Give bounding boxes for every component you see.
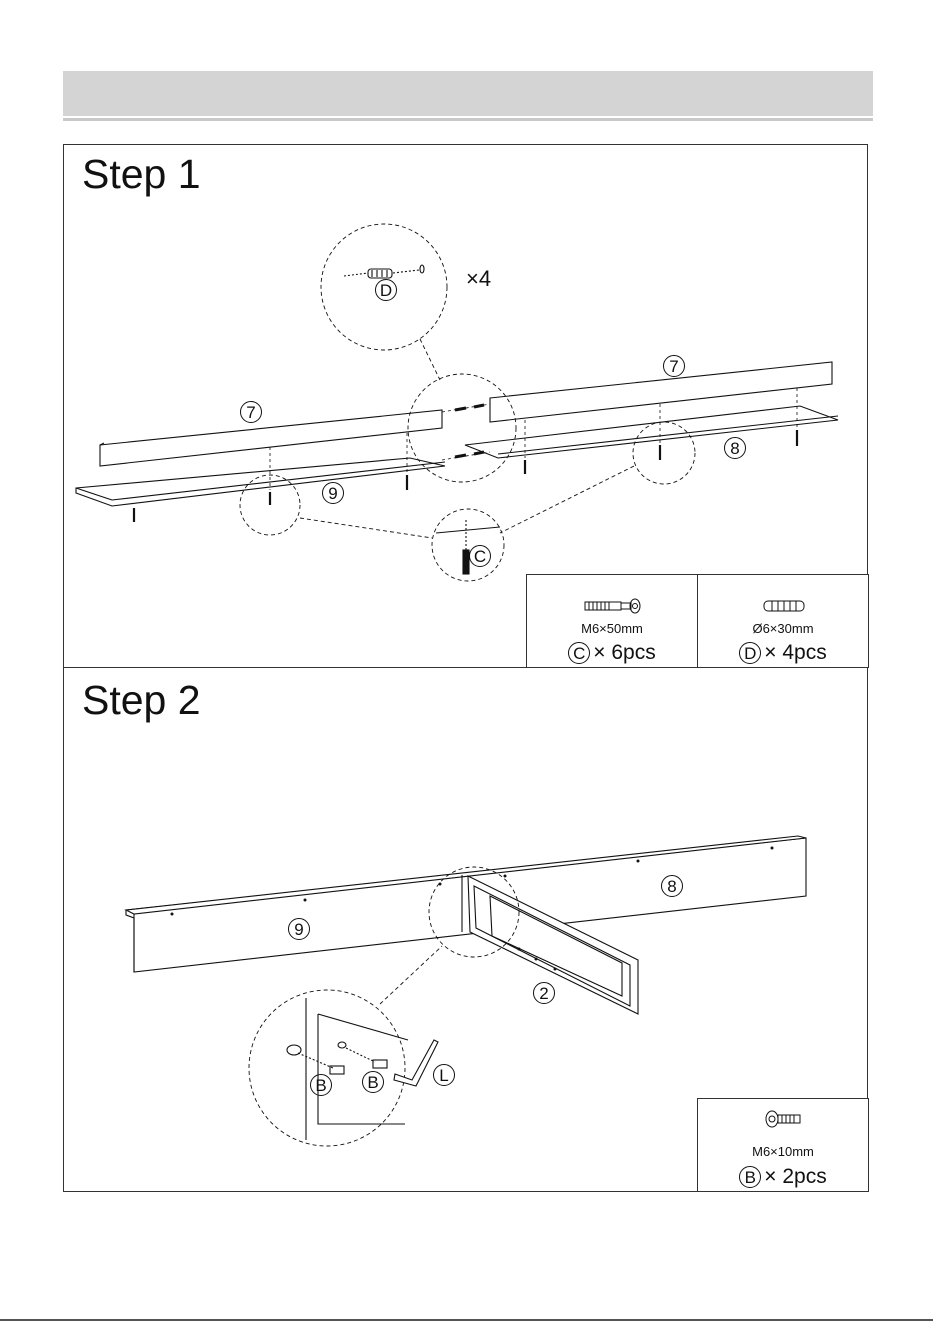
label-bolt2: B [362,1071,384,1093]
long-screw-icon [583,597,645,615]
letter-c: C [568,642,590,664]
qty-b-text: × 2pcs [764,1165,826,1189]
label-bolt1: B [310,1074,332,1096]
bottom-rule [0,1319,933,1321]
panel-assembly [126,836,806,972]
label-dowel: D [375,279,397,301]
label-board-left: 7 [240,401,262,423]
board-left [100,410,442,466]
bolt-zoom [287,998,438,1140]
label-panel-right: 8 [661,875,683,897]
label-panel-left: 9 [288,918,310,940]
label-frame: 2 [533,982,555,1004]
short-bolt-icon [764,1109,804,1129]
label-shelf-right: 8 [724,437,746,459]
qty-c-text: × 6pcs [593,641,655,665]
shelf-left [76,458,445,506]
dowel-count: ×4 [466,266,491,292]
qty-c: C × 6pcs [527,641,697,665]
label-screw: C [469,545,491,567]
qty-d: D × 4pcs [698,641,868,665]
dowel-icon [344,265,424,278]
label-wrench: L [433,1064,455,1086]
qty-b: B × 2pcs [698,1165,868,1189]
qty-d-text: × 4pcs [764,641,826,665]
parts-box-c: M6×50mm C × 6pcs [526,574,698,668]
parts-box-d: Ø6×30mm D × 4pcs [697,574,869,668]
spec-c: M6×50mm [527,621,697,636]
screw-zoom [436,520,500,574]
label-shelf-left: 9 [322,482,344,504]
label-board-right: 7 [663,355,685,377]
parts-box-b: M6×10mm B × 2pcs [697,1098,869,1192]
dowel-part-icon [762,599,806,613]
letter-b: B [739,1166,761,1188]
spec-d: Ø6×30mm [698,621,868,636]
step1-drawing [76,224,838,581]
letter-d: D [739,642,761,664]
spec-b: M6×10mm [698,1144,868,1159]
